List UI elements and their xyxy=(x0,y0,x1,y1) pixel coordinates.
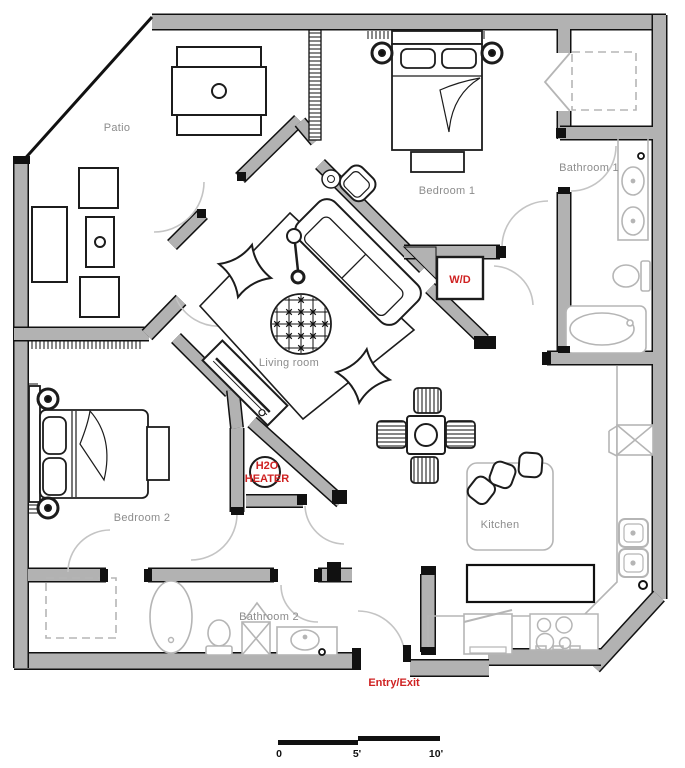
fixture-dot xyxy=(637,152,645,160)
room-label-kitchen: Kitchen xyxy=(481,519,520,531)
kitchen-sink xyxy=(618,518,649,578)
room-label-patio: Patio xyxy=(104,122,131,134)
vanity-double-sink xyxy=(617,136,649,241)
speaker-icon xyxy=(370,41,504,65)
scale-tick-5: 5' xyxy=(353,748,361,760)
side-table xyxy=(321,169,341,189)
shower-stall xyxy=(241,601,271,656)
fixture-dot xyxy=(638,580,648,590)
floor-lamp xyxy=(286,228,306,285)
entry-exit-label: Entry/Exit xyxy=(368,677,420,689)
bathtub-1 xyxy=(565,305,647,354)
room-label-bedroom2: Bedroom 2 xyxy=(114,512,171,524)
bed-2 xyxy=(28,385,170,503)
stove xyxy=(529,613,599,652)
scale-tick-0: 0 xyxy=(276,748,282,760)
patio-dining-set xyxy=(171,46,267,136)
vanity-2 xyxy=(276,626,338,656)
furniture-layer xyxy=(28,30,654,656)
washer-dryer-label: W/D xyxy=(449,274,470,286)
toilet-1 xyxy=(612,260,651,292)
door-swing-arcs xyxy=(67,145,617,659)
water-heater-label-line1: H2O xyxy=(256,460,279,472)
dining-chairs xyxy=(376,387,476,484)
fixture-dot xyxy=(318,648,326,656)
pouf xyxy=(333,346,393,406)
patio-edge xyxy=(19,15,154,165)
scale-tick-10: 10' xyxy=(429,748,443,760)
closet-shelves-dashed xyxy=(45,577,117,639)
bar-stools xyxy=(466,451,544,506)
armchair xyxy=(338,164,377,203)
water-heater xyxy=(249,456,281,488)
scale-bar: 0 5' 10' xyxy=(276,736,443,760)
patio-lounge-set xyxy=(31,167,120,318)
bathtub-2 xyxy=(149,580,193,654)
refrigerator xyxy=(608,424,654,457)
tv-console xyxy=(201,339,289,427)
speaker-icon xyxy=(36,387,60,520)
room-label-bathroom1: Bathroom 1 xyxy=(559,162,619,174)
round-rug xyxy=(270,293,332,355)
dishwasher xyxy=(463,609,513,655)
kitchen-island xyxy=(465,563,596,604)
wall-end-caps xyxy=(13,128,570,670)
sofa xyxy=(294,198,422,326)
wall-junction xyxy=(402,246,437,281)
tub-drain xyxy=(167,636,175,644)
closet-bifold xyxy=(543,51,637,112)
room-label-living-room: Living room xyxy=(259,357,319,369)
water-heater-label-line2: HEATER xyxy=(245,473,289,485)
toilet-2 xyxy=(205,619,233,656)
washer-dryer xyxy=(435,255,485,301)
room-label-bedroom1: Bedroom 1 xyxy=(419,185,476,197)
pouf xyxy=(216,242,274,300)
room-label-bathroom2: Bathroom 2 xyxy=(239,611,299,623)
bed-1 xyxy=(391,30,483,173)
dining-table xyxy=(406,415,446,455)
kitchen-counter xyxy=(427,366,618,652)
